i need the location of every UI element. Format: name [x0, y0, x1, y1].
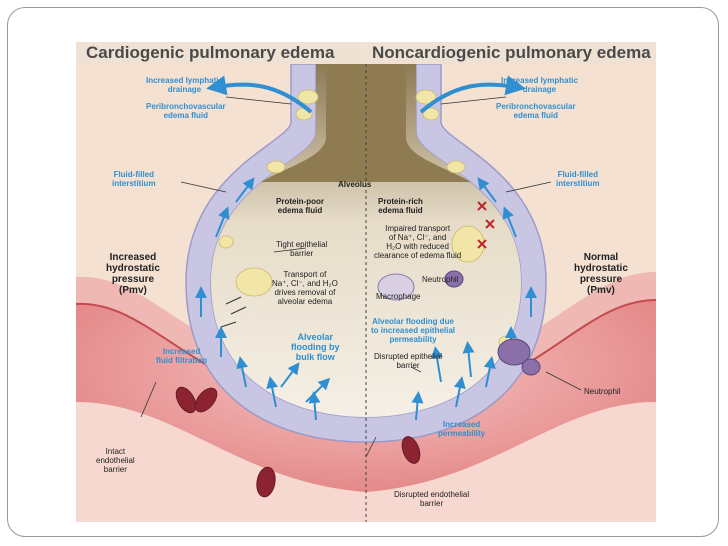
intact-barrier-label: Intact endothelial barrier — [96, 447, 135, 474]
diagram-panel: Cardiogenic pulmonary edema Noncardiogen… — [76, 42, 656, 522]
lymph-left-line-2: drainage — [167, 85, 202, 94]
permeability-label: Increased permeability — [438, 420, 485, 438]
intact-line-1: Intact — [105, 447, 126, 456]
lymph-right-line-2: drainage — [522, 85, 557, 94]
tight-line-2: barrier — [290, 249, 314, 258]
impaired-label: Impaired transport of Na⁺, Cl⁻, and H₂O … — [374, 224, 461, 260]
peri-label-right: Peribronchovascular edema fluid — [496, 102, 576, 120]
protein-rich-line-2: edema fluid — [378, 206, 423, 215]
interstitium-left-line-1: Fluid-filled — [113, 170, 154, 179]
disrupted-endo-label: Disrupted endothelial barrier — [394, 490, 469, 508]
interstitium-left-line-2: interstitium — [112, 179, 156, 188]
disrupted-epi-label: Disrupted epithelial barrier — [374, 352, 442, 370]
hydro-right-line-3: pressure — [579, 274, 623, 285]
epi-flood-line-1: Alveolar flooding due — [372, 317, 454, 326]
transport-line-1: Transport of — [283, 270, 327, 279]
neutrophil-label: Neutrophil — [584, 387, 621, 396]
hydro-right-line-4: (Pmv) — [587, 285, 615, 296]
hydro-right-line-2: hydrostatic — [574, 263, 628, 274]
peri-left-line-2: edema fluid — [163, 111, 209, 120]
disrupted-epi-line-1: Disrupted epithelial — [374, 352, 443, 361]
hydro-right-line-1: Normal — [583, 252, 619, 263]
impaired-line-1: Impaired transport — [385, 224, 451, 233]
epi-flood-line-3: permeability — [389, 335, 437, 344]
peri-left-line-1: Peribronchovascular — [146, 102, 226, 111]
neutrophil-small-label: Neutrophil — [422, 275, 459, 284]
bulk-flow-label: Alveolar flooding by bulk flow — [291, 332, 340, 362]
bulk-line-3: bulk flow — [295, 352, 335, 362]
hydrostatic-label-left: Increased hydrostatic pressure (Pmv) — [106, 252, 160, 296]
intact-line-3: barrier — [103, 465, 127, 474]
epi-flood-line-2: to increased epithelial — [371, 326, 456, 335]
hydro-left-line-4: (Pmv) — [119, 285, 147, 296]
intact-line-2: endothelial — [96, 456, 135, 465]
filtration-label: Increased fluid filtration — [156, 347, 207, 365]
filtration-line-1: Increased — [162, 347, 201, 356]
interstitium-right-line-1: Fluid-filled — [557, 170, 598, 179]
permeability-line-2: permeability — [438, 429, 486, 438]
tight-barrier-label: Tight epithelial barrier — [276, 240, 327, 258]
lymph-label-right: Increased lymphatic drainage — [501, 76, 578, 94]
diagram-illustration — [76, 63, 656, 522]
macrophage-label: Macrophage — [376, 292, 421, 301]
epithelial-flood-label: Alveolar flooding due to increased epith… — [371, 317, 455, 344]
hydro-left-line-1: Increased — [109, 252, 157, 263]
interstitium-label-left: Fluid-filled interstitium — [112, 170, 156, 188]
peri-right-line-2: edema fluid — [513, 111, 559, 120]
protein-poor-label: Protein-poor edema fluid — [276, 197, 324, 215]
peri-label-left: Peribronchovascular edema fluid — [146, 102, 226, 120]
noncardiogenic-title: Noncardiogenic pulmonary edema — [368, 42, 656, 64]
transport-line-2: Na⁺, Cl⁻, and H₂O — [272, 279, 338, 288]
protein-rich-label: Protein-rich edema fluid — [378, 197, 423, 215]
disrupted-endo-line-1: Disrupted endothelial — [394, 490, 470, 499]
hydro-left-line-2: hydrostatic — [106, 263, 160, 274]
protein-poor-line-1: Protein-poor — [276, 197, 324, 206]
bulk-line-2: flooding by — [291, 342, 340, 352]
lymph-label-left: Increased lymphatic drainage — [146, 76, 223, 94]
interstitium-label-right: Fluid-filled interstitium — [556, 170, 600, 188]
impaired-line-2: of Na⁺, Cl⁻, and — [388, 233, 447, 242]
transport-line-4: alveolar edema — [277, 297, 333, 306]
peri-right-line-1: Peribronchovascular — [496, 102, 576, 111]
impaired-line-4: clearance of edema fluid — [374, 251, 462, 260]
filtration-line-2: fluid filtration — [156, 356, 208, 365]
alveolus-label: Alveolus — [338, 180, 372, 189]
protein-poor-line-2: edema fluid — [277, 206, 323, 215]
lymph-right-line-1: Increased lymphatic — [501, 76, 578, 85]
permeability-line-1: Increased — [442, 420, 481, 429]
hydro-left-line-3: pressure — [111, 274, 155, 285]
disrupted-epi-line-2: barrier — [396, 361, 420, 370]
hydrostatic-label-right: Normal hydrostatic pressure (Pmv) — [574, 252, 628, 296]
cardiogenic-title: Cardiogenic pulmonary edema — [76, 42, 361, 64]
bulk-line-1: Alveolar — [297, 332, 334, 342]
lymph-left-line-1: Increased lymphatic — [146, 76, 223, 85]
protein-rich-line-1: Protein-rich — [378, 197, 423, 206]
transport-label: Transport of Na⁺, Cl⁻, and H₂O drives re… — [272, 270, 338, 306]
impaired-line-3: H₂O with reduced — [386, 242, 449, 251]
interstitium-right-line-2: interstitium — [556, 179, 600, 188]
tight-line-1: Tight epithelial — [276, 240, 328, 249]
disrupted-endo-line-2: barrier — [420, 499, 444, 508]
transport-line-3: drives removal of — [274, 288, 336, 297]
